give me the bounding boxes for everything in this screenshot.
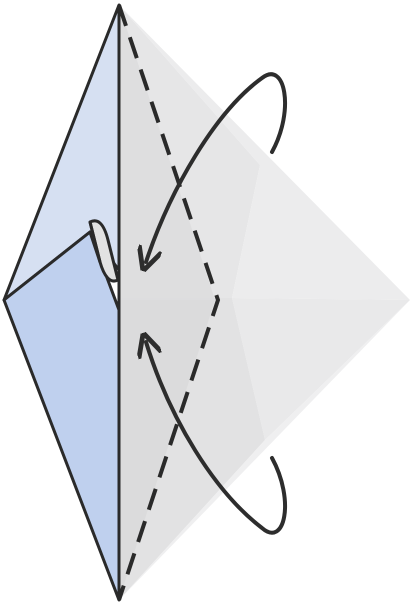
left-flap	[2, 3, 121, 602]
valley-fold-line	[117, 4, 221, 601]
left-flap-front	[2, 230, 121, 602]
lower-curved-arrow	[146, 342, 288, 535]
right-panel	[119, 5, 410, 600]
right-panel-outer-top	[119, 5, 410, 300]
flap-curl-edge	[88, 221, 102, 264]
right-panel-bottom-tip	[119, 300, 410, 600]
right-panel-outer-bottom	[232, 298, 410, 440]
upper-curved-arrow	[146, 72, 288, 262]
